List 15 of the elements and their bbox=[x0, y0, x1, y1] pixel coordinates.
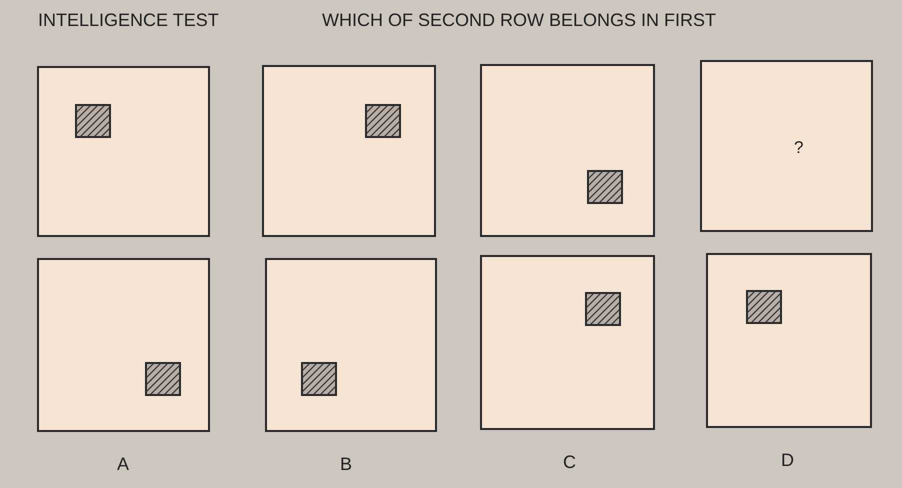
puzzle-panel bbox=[480, 64, 655, 237]
question-text: WHICH OF SECOND ROW BELONGS IN FIRST bbox=[322, 10, 716, 31]
option-letter: C bbox=[563, 452, 576, 473]
puzzle-panel bbox=[480, 255, 655, 430]
question-mark: ? bbox=[794, 138, 804, 158]
option-letter: B bbox=[340, 454, 352, 475]
puzzle-panel bbox=[265, 258, 437, 432]
option-letter: D bbox=[781, 450, 794, 471]
puzzle-panel bbox=[37, 258, 210, 432]
title: INTELLIGENCE TEST bbox=[38, 10, 219, 31]
puzzle-panel bbox=[37, 66, 210, 237]
puzzle-panel bbox=[700, 60, 873, 232]
puzzle-panel bbox=[706, 253, 872, 428]
option-letter: A bbox=[117, 454, 130, 475]
puzzle-panel bbox=[262, 65, 436, 237]
